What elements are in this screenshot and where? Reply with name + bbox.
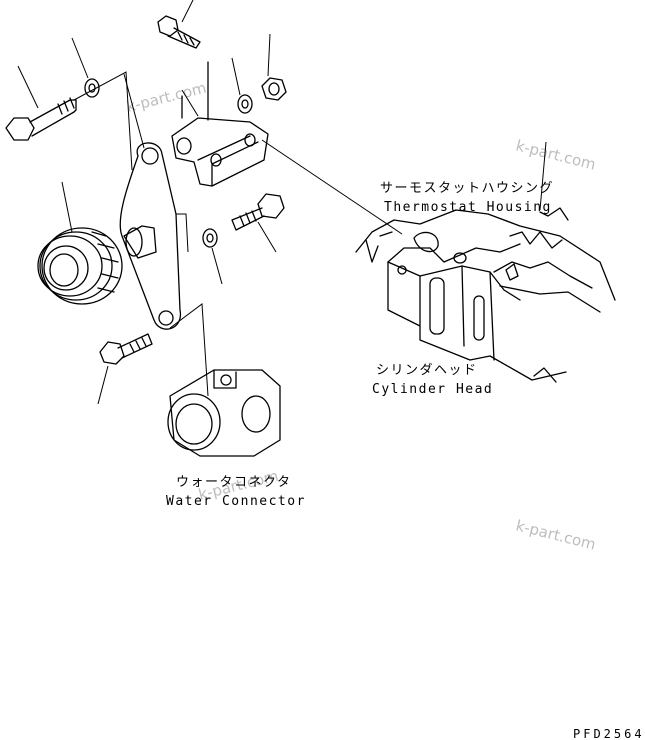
watermark-2: k-part.com — [514, 136, 598, 173]
leader-bolt-top — [181, 0, 194, 23]
leader-nut — [267, 33, 271, 77]
assembly-lines — [73, 62, 403, 397]
bolt-middle — [231, 193, 285, 231]
watermark-1: k-part.com — [125, 79, 209, 116]
leader-washer-middle — [211, 247, 223, 285]
leader-bolt-lower — [97, 365, 109, 405]
cylinder-head — [355, 207, 616, 383]
idler-bracket — [171, 61, 269, 187]
washer-right — [237, 94, 253, 114]
water-connector — [167, 369, 281, 457]
label-thermostat-jp: サーモスタットハウシング — [380, 181, 554, 196]
leader-bracket — [181, 89, 199, 117]
idler-pulley — [37, 227, 123, 305]
label-cylinder-jp: シリンダヘッド — [376, 363, 478, 378]
labels: サーモスタットハウシング Thermostat Housing シリンダヘッド … — [166, 181, 645, 740]
nut — [261, 77, 287, 101]
label-thermostat-en: Thermostat Housing — [384, 200, 552, 215]
drawing-code: PFD2564 — [573, 727, 645, 740]
bolt-lower-left — [99, 333, 153, 365]
flange-bolt-top — [157, 15, 201, 49]
watermark-3: k-part.com — [514, 516, 598, 553]
washer-left — [84, 78, 100, 98]
leader-washer-left — [71, 37, 89, 79]
leader-pulley — [61, 181, 73, 233]
idler-arm — [119, 142, 181, 330]
label-water-en: Water Connector — [166, 494, 306, 509]
leader-washer-right — [231, 57, 241, 96]
label-cylinder-en: Cylinder Head — [372, 382, 493, 397]
leader-thermostat — [539, 141, 547, 211]
label-water-jp: ウォータコネクタ — [176, 475, 291, 490]
washer-middle — [202, 228, 218, 248]
leader-long-bolt — [17, 65, 39, 109]
leader-bolt-middle — [257, 221, 277, 253]
long-bolt-left — [5, 97, 77, 141]
